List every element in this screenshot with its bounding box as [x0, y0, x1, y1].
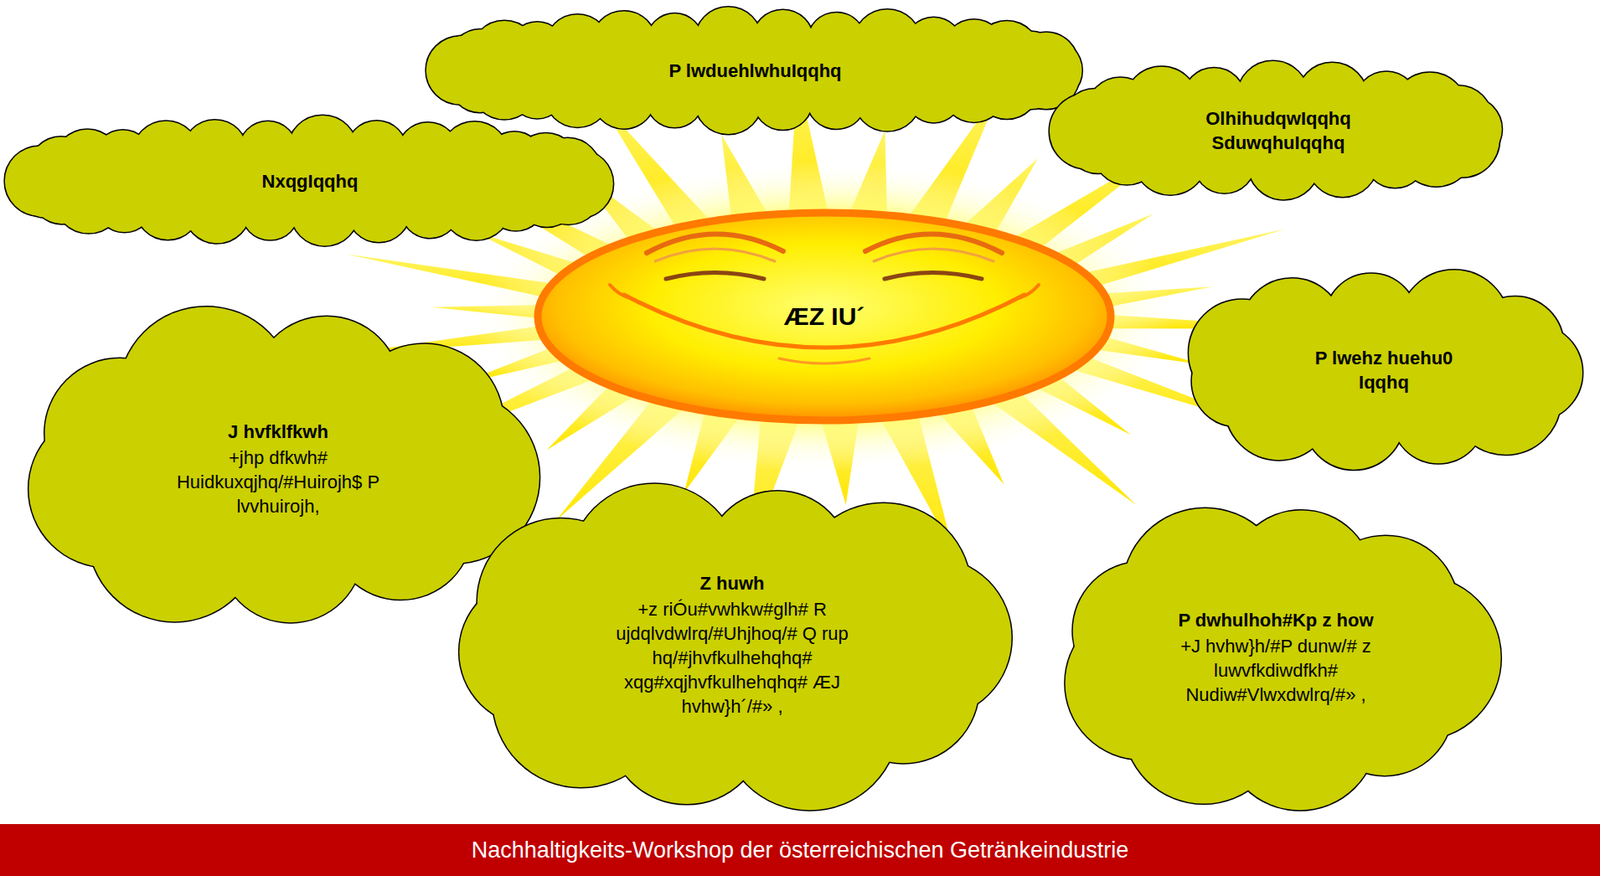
- cloud-outline: [438, 469, 1026, 821]
- cloud-heading: J hvfklfkwh: [165, 419, 392, 444]
- cloud-border: [1049, 61, 1502, 200]
- stakeholder-cloud: NxqgIqqhq: [1, 112, 619, 250]
- stakeholder-cloud: OlhihudqwIqqhq SduwqhuIqqhq: [1046, 56, 1511, 205]
- cloud-heading: Z huwh: [606, 571, 858, 596]
- closed-eye: [884, 273, 982, 280]
- cloud-core: [1218, 304, 1550, 436]
- cloud-core: [450, 30, 1061, 110]
- cloud-fill: [1049, 61, 1502, 200]
- cloud-core: [1110, 558, 1442, 758]
- cloud-fill: [459, 484, 1012, 811]
- cloud-outline: [10, 295, 547, 643]
- sun-face: [537, 212, 1111, 421]
- cloud-heading: NxqgIqqhq: [108, 169, 511, 194]
- cloud-outline: [1046, 56, 1511, 205]
- cloud-fill: [28, 306, 539, 623]
- footer-bar: Nachhaltigkeits-Workshop der österreichi…: [0, 824, 1600, 876]
- chin: [779, 358, 870, 364]
- node-content: ÆZ IU´: [723, 291, 925, 342]
- node-content: J hvfklfkwh+jhp dfkwh# Huidkuxqjhq/#Huir…: [10, 295, 547, 643]
- node-content: OlhihudqwIqqhq SduwqhuIqqhq: [1046, 56, 1511, 205]
- cloud-border: [1188, 269, 1583, 470]
- cloud-heading: P dwhulhoh#Kp z how: [1165, 608, 1388, 633]
- eyebrow: [655, 248, 775, 262]
- node-content: Z huwh+z riÓu#vwhkw#glh# R ujdqlvdwlrq/#…: [438, 469, 1026, 821]
- stakeholder-cloud: P lwduehlwhuIqqhq: [423, 3, 1089, 138]
- cloud-border: [459, 484, 1012, 811]
- node-content: NxqgIqqhq: [1, 112, 619, 250]
- text-group: NxqgIqqhq: [108, 169, 511, 194]
- cloud-fill: [5, 115, 614, 246]
- cloud-fill: [1065, 508, 1502, 811]
- cloud-heading: P lwehz huehu0 Iqqhq: [1295, 345, 1472, 395]
- eyebrow: [865, 233, 1002, 253]
- cheek: [1018, 284, 1039, 299]
- cloud-fill: [1188, 269, 1583, 470]
- cloud-body: +z riÓu#vwhkw#glh# R ujdqlvdwlrq/#Uhjhoq…: [606, 597, 858, 719]
- cloud-heading: ÆZ IU´: [732, 301, 917, 332]
- footer-title: Nachhaltigkeits-Workshop der österreichi…: [471, 837, 1129, 864]
- node-content: P dwhulhoh#Kp z how+J hvhw}h/#P dunw/# z…: [1046, 494, 1506, 821]
- eyebrow: [646, 233, 784, 253]
- topic-cloud: P dwhulhoh#Kp z how+J hvhw}h/#P dunw/# z…: [1046, 494, 1506, 821]
- cloud-heading: OlhihudqwIqqhq SduwqhuIqqhq: [1181, 106, 1375, 155]
- cloud-border: [28, 306, 539, 623]
- cloud-fill: [425, 7, 1082, 135]
- eyebrow: [873, 248, 994, 262]
- text-group: P lwehz huehu0 Iqqhq: [1295, 345, 1472, 395]
- cloud-core: [507, 537, 957, 753]
- cloud-core: [1076, 86, 1480, 174]
- text-group: OlhihudqwIqqhq SduwqhuIqqhq: [1181, 106, 1375, 155]
- smile: [624, 294, 1025, 348]
- text-group: ÆZ IU´: [732, 301, 917, 332]
- cloud-border: [425, 7, 1082, 135]
- text-group: P dwhulhoh#Kp z how+J hvhw}h/#P dunw/# z…: [1165, 608, 1388, 708]
- node-content: P lwduehlwhuIqqhq: [423, 3, 1089, 138]
- cloud-outline: [1046, 494, 1506, 821]
- cloud-core: [30, 140, 590, 222]
- closed-eye: [665, 273, 764, 280]
- stakeholder-cloud: P lwehz huehu0 Iqqhq: [1174, 260, 1594, 480]
- cloud-outline: [1174, 260, 1594, 480]
- cloud-core: [77, 363, 479, 575]
- topic-cloud: Z huwh+z riÓu#vwhkw#glh# R ujdqlvdwlrq/#…: [438, 469, 1026, 821]
- topic-cloud: J hvfklfkwh+jhp dfkwh# Huidkuxqjhq/#Huir…: [10, 295, 547, 643]
- sun-label: ÆZ IU´: [723, 291, 925, 342]
- cloud-border: [1065, 508, 1502, 811]
- node-content: P lwehz huehu0 Iqqhq: [1174, 260, 1594, 480]
- cloud-body: +J hvhw}h/#P dunw/# z luwvfkdiwdfkh# Nud…: [1165, 634, 1388, 708]
- cloud-body: +jhp dfkwh# Huidkuxqjhq/#Huirojh$ P lvvh…: [165, 445, 392, 519]
- text-group: Z huwh+z riÓu#vwhkw#glh# R ujdqlvdwlrq/#…: [606, 571, 858, 719]
- cloud-heading: P lwduehlwhuIqqhq: [537, 58, 974, 83]
- cheek: [609, 284, 630, 299]
- text-group: J hvfklfkwh+jhp dfkwh# Huidkuxqjhq/#Huir…: [165, 419, 392, 519]
- text-group: P lwduehlwhuIqqhq: [537, 58, 974, 83]
- cloud-border: [5, 115, 614, 246]
